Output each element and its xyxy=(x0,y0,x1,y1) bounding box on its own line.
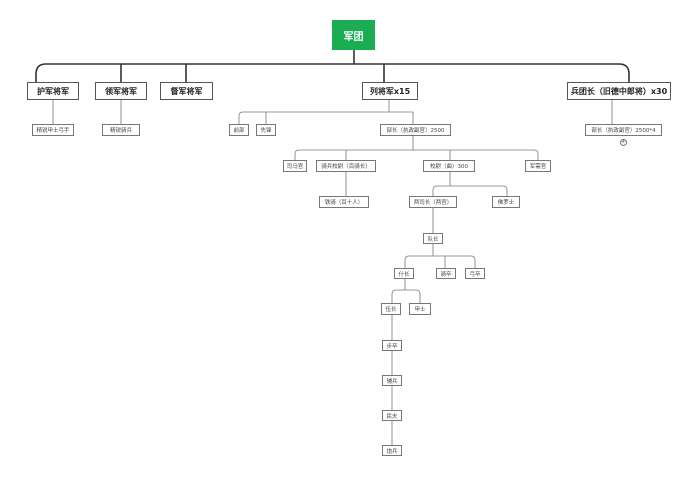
root-node: 军团 xyxy=(332,20,375,50)
node-laborer: 民夫 xyxy=(382,410,402,421)
node-infantry: 步卒 xyxy=(382,340,402,351)
node-artillery: 炮兵 xyxy=(382,445,402,456)
node-liangsi-chief: 两司长（两官） xyxy=(409,196,457,208)
node-hujun-general: 护军将军 xyxy=(27,82,79,100)
node-wu-chief: 伍长 xyxy=(381,303,401,315)
node-elite-armored-archers: 精锐甲士弓手 xyxy=(32,124,74,136)
node-colonel-qu: 校尉（曲）300 xyxy=(423,160,475,172)
node-bu-chief-x4: 部长（执政副官）2500*4 xyxy=(585,124,662,136)
node-auxiliary: 辅兵 xyxy=(382,375,402,386)
node-elite-cavalry: 精锐骑兵 xyxy=(102,124,140,136)
node-cavalry-colonel: 骑兵校尉（百骑长） xyxy=(316,160,376,172)
node-team-leader: 队长 xyxy=(423,233,443,244)
node-sima: 司马官 xyxy=(283,160,307,172)
badge-count: ④ xyxy=(620,139,627,146)
node-cavalry-soldier: 骑卒 xyxy=(436,268,456,279)
node-lingjun-general: 领军将军 xyxy=(95,82,147,100)
node-armored-soldier: 甲士 xyxy=(409,303,431,315)
node-vanguard-front: 前部 xyxy=(229,124,249,136)
node-iron-cavalry: 铁骑（百十人） xyxy=(319,196,369,208)
node-lie-general: 列将军x15 xyxy=(362,82,418,100)
node-dujun-general: 督军将军 xyxy=(160,82,213,100)
node-foluoshi: 佛罗士 xyxy=(492,196,520,208)
node-shi-chief: 什长 xyxy=(394,268,414,279)
node-bingtuan-commander: 兵团长（旧德中郎将）x30 xyxy=(567,82,671,100)
node-bu-chief: 部长（执政副官）2500 xyxy=(380,124,451,136)
node-quartermaster: 军需官 xyxy=(525,160,551,172)
node-vanguard-lead: 先锋 xyxy=(256,124,276,136)
node-archer-soldier: 弓卒 xyxy=(465,268,485,279)
